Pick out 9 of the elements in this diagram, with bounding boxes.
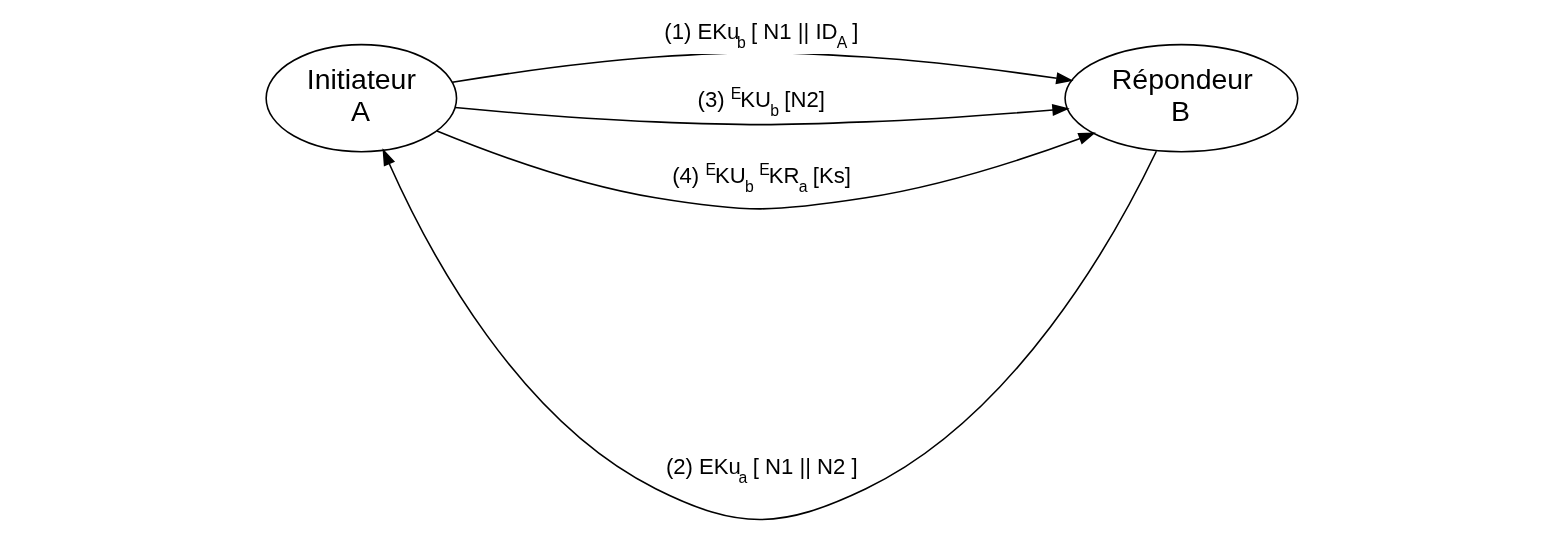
edge-label: (3) $^{E}$KU$_{b}$ [N2] (697, 84, 825, 119)
edge-label: (1) EKu$_{b}$ [ N1 || ID$_{A}$ ] (663, 19, 858, 51)
node-ellipse: Répondeur B (1063, 43, 1299, 153)
arrow (382, 148, 1157, 521)
node-ellipse: Initiateur A (264, 43, 457, 153)
arrow (453, 103, 1070, 126)
edge-label: (4) $^{E}$KU$_{b}$ $^{E}$KR$_{a}$ [Ks] (671, 160, 851, 195)
edge-label: (2) EKu$_{a}$ [ N1 || N2 ] (665, 454, 858, 486)
arrow (435, 130, 1096, 210)
